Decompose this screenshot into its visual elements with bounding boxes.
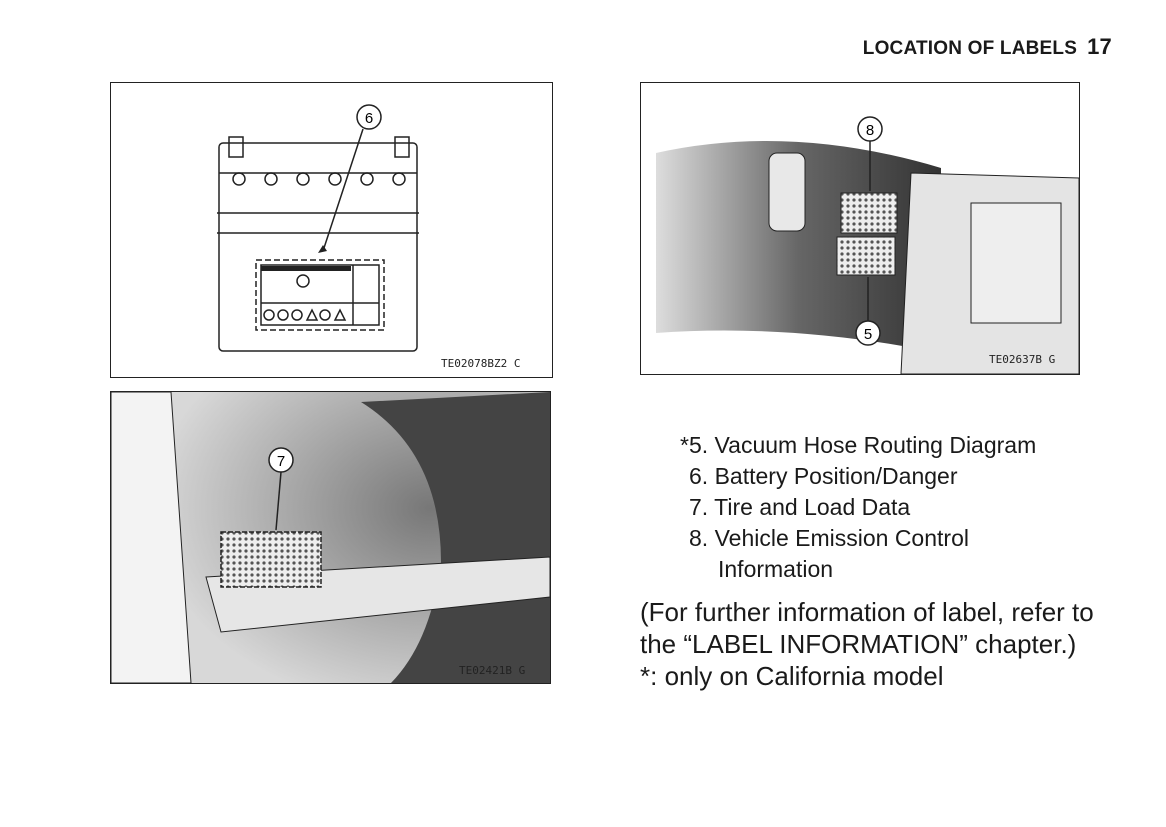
callout-8: 8 [866, 122, 874, 139]
section-title: LOCATION OF LABELS [862, 38, 1078, 59]
page-header: LOCATION OF LABELS 17 [863, 34, 1112, 60]
battery-figure: 6 TE02078BZ2 C [110, 82, 553, 378]
figure-code: TE02421B G [459, 664, 526, 677]
legend-text: Vehicle Emission Control [714, 525, 969, 551]
note-line: the “LABEL INFORMATION” chapter.) [640, 629, 1077, 659]
tire-label-figure: 7 TE02421B G [110, 391, 551, 684]
legend-num: 6. [689, 463, 709, 489]
legend-text: Tire and Load Data [714, 494, 911, 520]
legend-item-continued: Information [718, 556, 834, 582]
frame-illustration: 8 5 [656, 116, 1079, 374]
figure-code: TE02637B G [989, 353, 1056, 366]
fender-illustration: 7 [111, 392, 550, 683]
battery-illustration: 6 [217, 104, 419, 352]
legend-item: 7. Tire and Load Data [680, 492, 1036, 523]
label-legend: *5. Vacuum Hose Routing Diagram 6. Batte… [680, 430, 1036, 585]
legend-item: 8. Vehicle Emission Control [680, 523, 1036, 554]
figure-code: TE02078BZ2 C [441, 357, 521, 370]
reference-note: (For further information of label, refer… [640, 596, 1094, 692]
legend-item: 6. Battery Position/Danger [680, 461, 1036, 492]
callout-5: 5 [864, 326, 872, 343]
footnote: *: only on California model [640, 661, 944, 691]
legend-text: Battery Position/Danger [714, 463, 958, 489]
page-number: 17 [1087, 34, 1112, 59]
legend-num: 8. [689, 525, 709, 551]
legend-num: 7. [689, 494, 709, 520]
callout-6: 6 [365, 110, 373, 127]
emission-label-figure: 8 5 TE02637B G [640, 82, 1080, 375]
note-line: (For further information of label, refer… [640, 597, 1094, 627]
legend-item: *5. Vacuum Hose Routing Diagram [680, 430, 1036, 461]
callout-7: 7 [277, 453, 285, 470]
legend-text: Vacuum Hose Routing Diagram [714, 432, 1037, 458]
legend-num: *5. [680, 432, 709, 458]
